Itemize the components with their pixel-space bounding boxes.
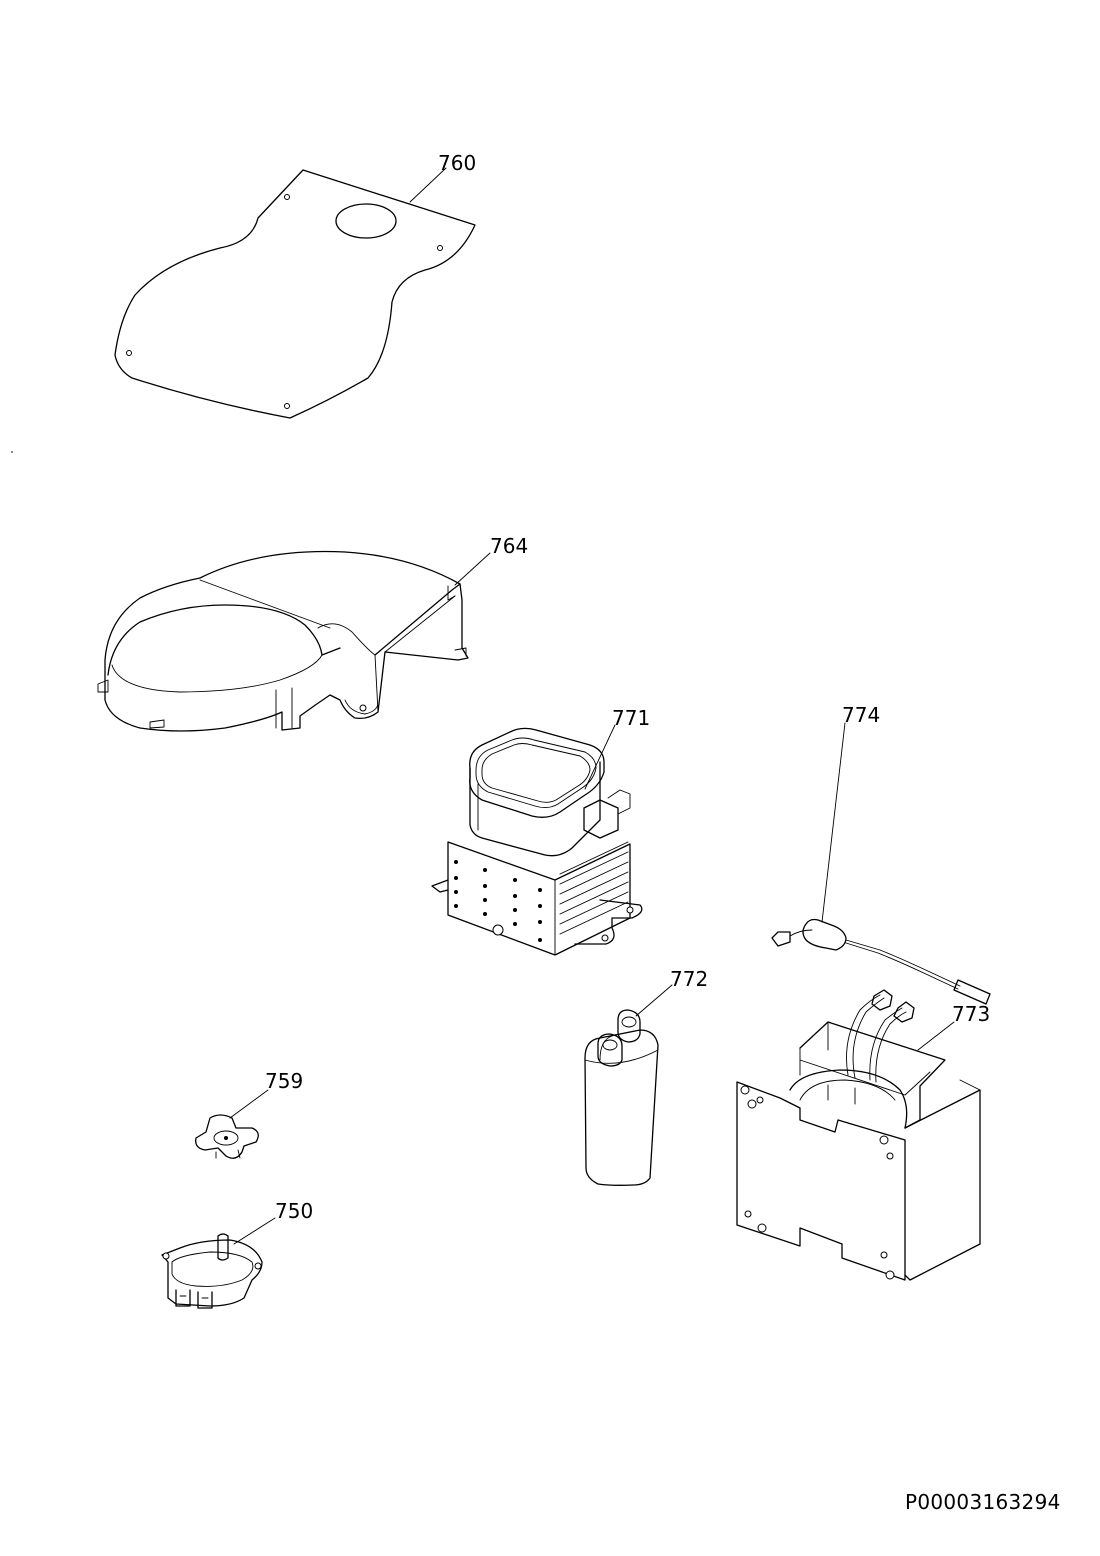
part-label-774: 774 bbox=[842, 703, 880, 727]
part-label-750: 750 bbox=[275, 1199, 313, 1223]
turntable-coupler-icon[interactable] bbox=[195, 1089, 269, 1159]
part-label-759: 759 bbox=[265, 1069, 303, 1093]
part-label-772: 772 bbox=[670, 967, 708, 991]
air-duct-cover-icon[interactable] bbox=[97, 550, 491, 732]
part-label-771: 771 bbox=[612, 706, 650, 730]
hv-transformer-icon[interactable] bbox=[736, 989, 981, 1281]
insulation-sheet-icon[interactable] bbox=[114, 167, 476, 419]
hv-capacitor-icon[interactable] bbox=[584, 984, 673, 1186]
part-label-773: 773 bbox=[952, 1002, 990, 1026]
hv-fuse-wire-icon[interactable] bbox=[771, 722, 991, 1005]
part-label-760: 760 bbox=[438, 151, 476, 175]
magnetron-icon[interactable] bbox=[431, 724, 643, 956]
part-label-764: 764 bbox=[490, 534, 528, 558]
document-id: P00003163294 bbox=[905, 1490, 1061, 1514]
stray-mark bbox=[11, 451, 13, 453]
turntable-motor-icon[interactable] bbox=[161, 1217, 276, 1309]
